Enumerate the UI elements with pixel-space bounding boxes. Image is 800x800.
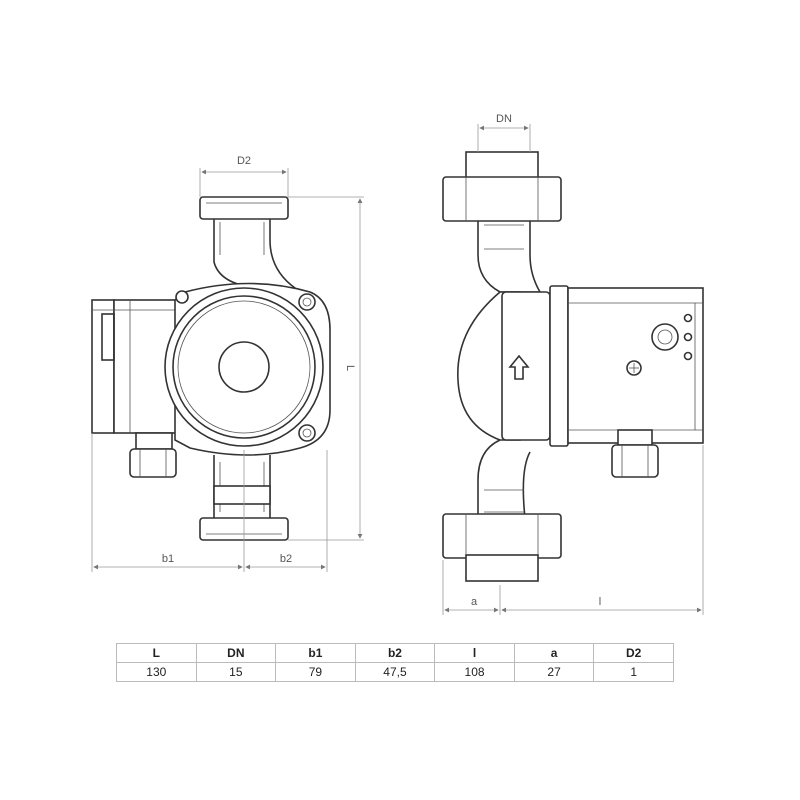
label-b1: b1: [162, 553, 174, 565]
label-dn: DN: [496, 113, 512, 125]
label-l: l: [599, 596, 601, 608]
table-header: L: [116, 643, 197, 663]
label-b2: b2: [280, 553, 292, 565]
table-header: a: [513, 643, 595, 663]
dimension-table: L DN b1 b2 l a D2 130 15 79 47,5 108 27 …: [116, 643, 674, 682]
table-cell: 130: [116, 662, 197, 682]
table-cell: 27: [513, 662, 595, 682]
table-cell: 108: [434, 662, 515, 682]
table-cell: 15: [195, 662, 277, 682]
table-header: l: [434, 643, 515, 663]
side-view: [442, 151, 704, 582]
label-a: a: [471, 596, 478, 608]
table-cell: 47,5: [354, 662, 436, 682]
table-header: b1: [275, 643, 356, 663]
table-header: D2: [593, 643, 674, 663]
table-header: DN: [195, 643, 277, 663]
table-cell: 79: [275, 662, 356, 682]
front-view: [91, 196, 331, 541]
label-d2: D2: [237, 155, 251, 167]
front-dimensions: [91, 168, 364, 572]
side-dimensions: [442, 124, 704, 615]
table-row: 130 15 79 47,5 108 27 1: [116, 662, 674, 682]
table-header-row: L DN b1 b2 l a D2: [116, 643, 674, 663]
label-L: L: [344, 365, 356, 371]
table-cell: 1: [593, 662, 674, 682]
table-header: b2: [354, 643, 436, 663]
